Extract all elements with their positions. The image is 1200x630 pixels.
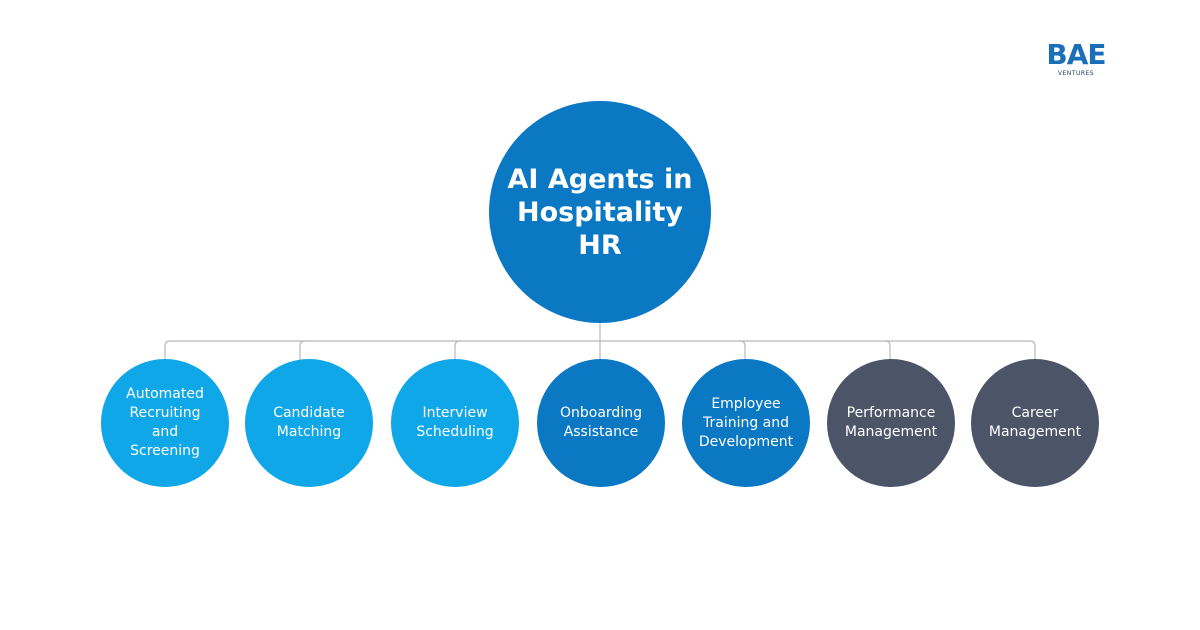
node-label: Automated Recruiting and Screening <box>126 386 204 459</box>
node-career-management: Career Management <box>971 359 1099 487</box>
node-employee-training: Employee Training and Development <box>682 359 810 487</box>
bae-ventures-logo: BAE VENTURES <box>1030 40 1122 86</box>
node-label: Candidate Matching <box>273 405 345 440</box>
node-interview-scheduling: Interview Scheduling <box>391 359 519 487</box>
node-automated-recruiting: Automated Recruiting and Screening <box>101 359 229 487</box>
connector-branch-3 <box>454 340 461 360</box>
connector-branch-2 <box>299 340 306 360</box>
node-label: Career Management <box>988 405 1082 440</box>
node-label: Onboarding Assistance <box>560 405 642 440</box>
node-performance-management: Performance Management <box>827 359 955 487</box>
connector-branch-1 <box>164 340 171 360</box>
connector-branch-5 <box>739 340 746 360</box>
connector-branch-7 <box>1029 340 1036 360</box>
connector-branch-6 <box>884 340 891 360</box>
node-onboarding-assistance: Onboarding Assistance <box>537 359 665 487</box>
logo-subtext: VENTURES <box>1057 70 1095 77</box>
node-label: Performance Management <box>844 405 938 440</box>
node-label: Employee Training and Development <box>698 395 794 450</box>
node-label: Interview Scheduling <box>416 405 494 440</box>
node-candidate-matching: Candidate Matching <box>245 359 373 487</box>
logo-mark: BAE <box>1046 38 1106 71</box>
root-node: AI Agents in Hospitality HR <box>489 101 711 323</box>
root-node-label: AI Agents in Hospitality HR <box>507 163 693 261</box>
